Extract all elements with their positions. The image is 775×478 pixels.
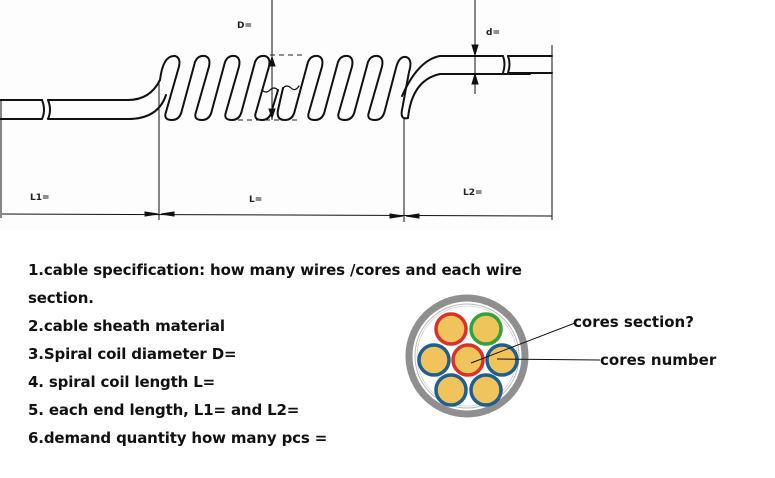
leader-cores-section — [470, 322, 576, 364]
specification-questions: 1.cable specification: how many wires /c… — [28, 256, 528, 452]
callout-cores-number: cores number — [600, 351, 717, 369]
cable-cross-section: cores section? cores number — [405, 293, 725, 433]
question-4: 4. spiral coil length L= — [28, 373, 216, 391]
coil-right — [276, 54, 412, 121]
label-coil-length: L= — [249, 195, 263, 205]
core-middle-right — [485, 343, 519, 377]
leader-cores-number — [496, 358, 601, 361]
core-top-right — [469, 312, 503, 346]
core-bottom-right — [469, 373, 503, 407]
coil-left — [159, 54, 279, 121]
core-bottom-left — [434, 373, 468, 407]
callout-cores-section: cores section? — [573, 313, 694, 331]
question-2: 2.cable sheath material — [28, 317, 225, 335]
question-3: 3.Spiral coil diameter D= — [28, 345, 237, 363]
coil-cable-drawing: D= d= L1= L= L2= — [0, 0, 560, 230]
question-5: 5. each end length, L1= and L2= — [28, 401, 300, 419]
question-1-continued: section. — [28, 289, 94, 307]
cross-section-svg — [405, 294, 601, 418]
core-center — [451, 343, 485, 377]
label-left-end-length: L1= — [30, 193, 50, 203]
label-wire-diameter: d= — [486, 28, 500, 38]
question-1: 1.cable specification: how many wires /c… — [28, 261, 522, 279]
core-top-left — [434, 312, 468, 346]
label-right-end-length: L2= — [463, 188, 483, 198]
question-6: 6.demand quantity how many pcs = — [28, 429, 328, 447]
core-middle-left — [417, 343, 451, 377]
coil-drawing-svg — [0, 0, 553, 222]
label-coil-diameter: D= — [237, 21, 253, 31]
